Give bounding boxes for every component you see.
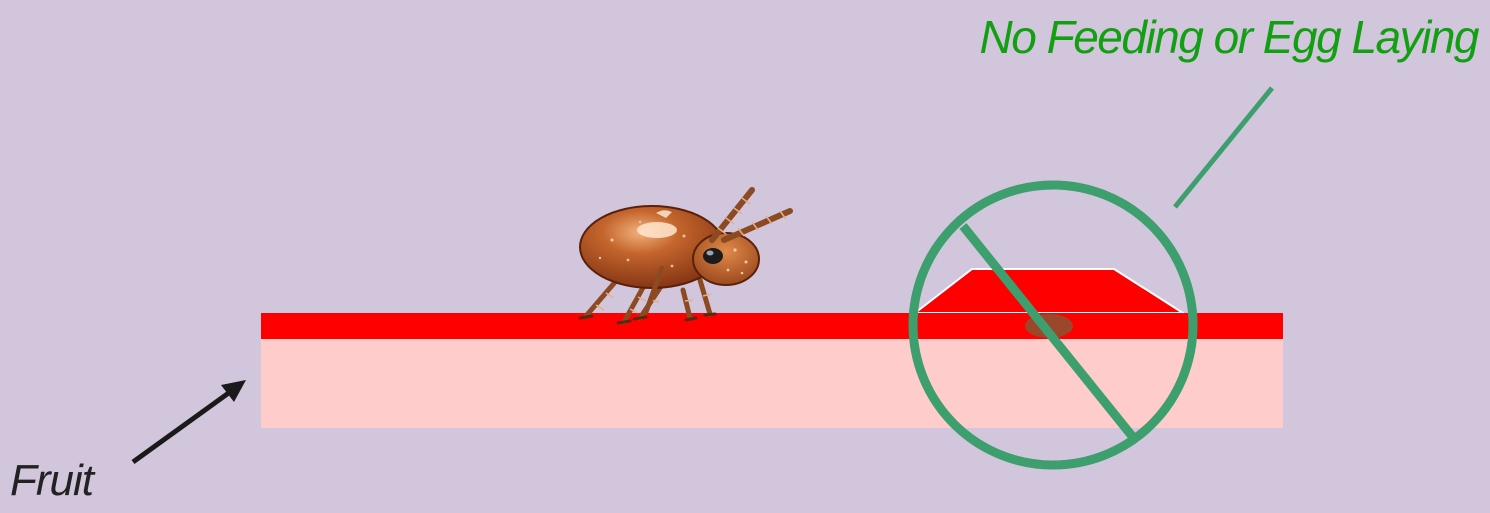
fruit-section <box>261 269 1283 428</box>
arrow-icon <box>133 380 246 462</box>
fruit-skin <box>261 313 1283 339</box>
fruit-label: Fruit <box>10 456 93 506</box>
fruit-bump <box>915 269 1183 313</box>
beetle-icon <box>580 190 790 323</box>
prohibition-leader-line <box>1175 88 1272 207</box>
prohibition-label: No Feeding or Egg Laying <box>980 10 1478 64</box>
fruit-flesh <box>261 338 1283 428</box>
